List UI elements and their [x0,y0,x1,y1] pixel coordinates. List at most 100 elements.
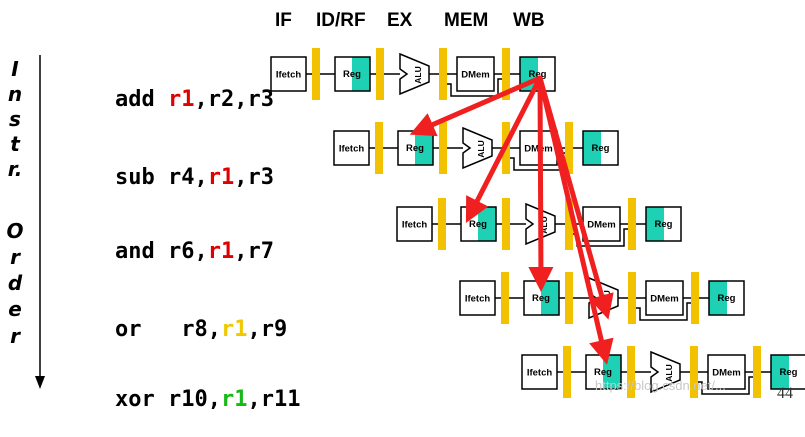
alu-shape [399,52,430,96]
forwarding-arrow [537,75,614,365]
side-letter: d [7,271,23,295]
dmem-label: DMem [587,220,616,231]
instr-reg-r1: r1 [220,317,248,342]
page-number: 44 [777,385,793,402]
pipeline-latch [439,122,447,174]
instr-text: or r8, [114,317,221,342]
reg-write-label: Reg [718,293,736,304]
forwarding-arrow [409,75,543,137]
reg-write-label: Reg [592,143,610,154]
stage-header-id-rf: ID/RF [316,10,366,31]
side-letter: t [10,132,20,156]
instr-text: sub r4, [114,165,208,190]
pipeline-latch [375,122,383,174]
dmem-label: DMem [461,70,490,81]
reg-read-label: Reg [343,69,361,80]
side-letter: I [11,57,19,81]
alu-label: ALU [476,140,486,157]
pipeline-latch [501,272,509,324]
side-letter: r [10,324,20,348]
stage-header-wb: WB [513,10,545,31]
dmem-block [707,354,746,390]
instr-text: add [114,87,168,112]
instr-reg-r1: r1 [207,239,235,264]
pipeline-latch [565,122,573,174]
reg-read-label: Reg [469,219,487,230]
forwarding-arrow [465,75,543,224]
pipeline-latch [376,48,384,100]
instr-text: and r6, [114,239,208,264]
dmem-label: DMem [650,294,679,305]
instruction-or: or r8,r1,r9 [62,292,287,367]
ifetch-label: Ifetch [402,220,428,231]
forwarding-arrows [409,75,614,365]
pipeline-latch [502,198,510,250]
pipeline-latch [565,272,573,324]
pipeline-latch [563,346,571,398]
dmem-label: DMem [712,368,741,379]
reg-write-fill [771,355,789,389]
alu-label: ALU [664,364,674,381]
reg-read-fill [415,131,433,165]
pipeline-latch [627,346,635,398]
reg-write-fill [583,131,601,165]
stage-header-mem: MEM [444,10,489,31]
reg-read-label: Reg [594,367,612,378]
alu-shape [462,126,493,170]
bypass-wire [447,78,502,97]
reg-write-block [645,206,682,242]
ifetch-block [459,280,496,316]
forwarding-arrow [528,75,554,292]
instr-text: ,r3 [234,165,274,190]
side-letter: r [10,245,20,269]
ifetch-block [270,56,307,92]
bypass-wire [698,376,753,395]
reg-read-fill [352,57,370,91]
pipeline-latch [439,48,447,100]
reg-write-block [519,56,556,92]
bypass-wire [636,302,691,321]
reg-read-label: Reg [406,143,424,154]
side-letter: e [8,297,22,321]
pipeline-latch [565,198,573,250]
instr-reg-r1: r1 [167,87,195,112]
reg-write-block [582,130,619,166]
reg-write-fill [646,207,664,241]
alu-label: ALU [413,66,423,83]
stage-header-if: IF [275,10,292,31]
reg-write-block [708,280,745,316]
instruction-add: add r1,r2,r3 [62,62,274,137]
pipeline-latch [690,346,698,398]
instruction-and: and r6,r1,r7 [62,214,274,289]
pipeline-latch [628,272,636,324]
pipeline-latch [628,198,636,250]
order-axis-arrowhead [35,376,45,389]
alu-shape [650,350,681,394]
pipeline-rows: IfetchRegALUDMemRegIfetchRegALUDMemRegIf… [270,48,805,398]
side-letter: O [6,219,24,243]
side-letter: s [9,107,21,131]
pipeline-latch [691,272,699,324]
reg-write-fill [709,281,727,315]
ifetch-label: Ifetch [465,294,491,305]
stage-header-ex: EX [387,10,413,31]
side-letter: n [7,82,23,106]
ifetch-label: Ifetch [527,368,553,379]
instr-text: ,r9 [247,317,288,342]
instruction-sub: sub r4,r1,r3 [62,140,274,215]
watermark: https://blog.csdn.net/... [595,378,726,393]
instr-reg-r1: r1 [207,165,235,190]
reg-write-block [770,354,805,390]
reg-read-label: Reg [532,293,550,304]
ifetch-block [333,130,370,166]
instr-text: ,r2,r3 [194,87,274,112]
dmem-block [456,56,495,92]
side-letter: r. [7,157,23,181]
pipeline-latch [438,198,446,250]
pipeline-latch [753,346,761,398]
reg-write-label: Reg [780,367,798,378]
reg-write-label: Reg [655,219,673,230]
pipeline-diagram: IfetchRegALUDMemRegIfetchRegALUDMemRegIf… [35,48,805,398]
